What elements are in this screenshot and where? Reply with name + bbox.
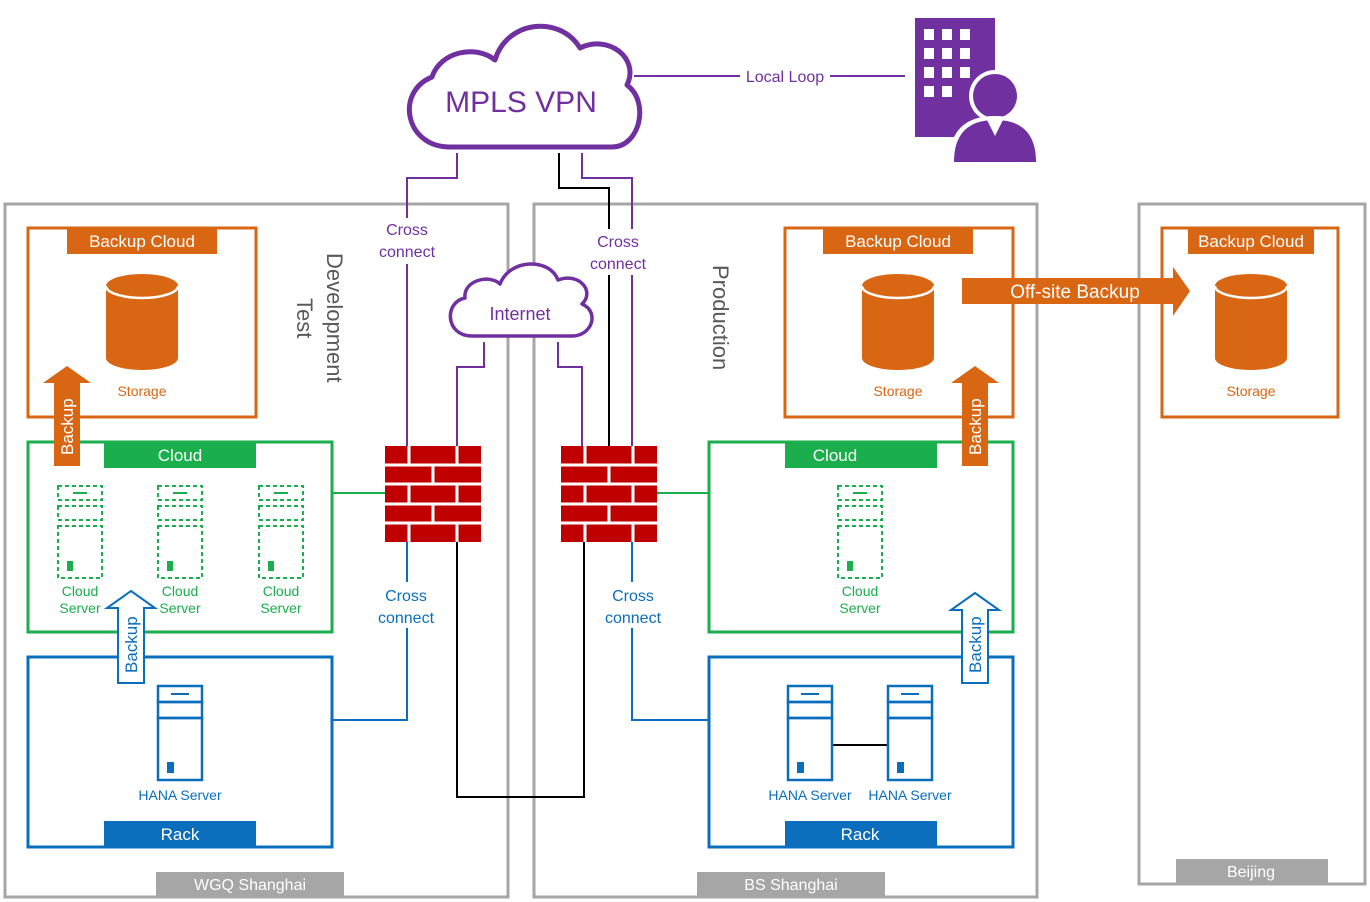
backup-arrow-wgq-up: Backup: [43, 366, 91, 466]
backup-cloud-title: Backup Cloud: [89, 232, 195, 251]
cloud-server: [57, 485, 103, 579]
svg-text:Cloud: Cloud: [62, 583, 99, 599]
firewall-icon-bs: [559, 444, 659, 544]
svg-text:Server: Server: [159, 600, 201, 616]
env-label-test: Test: [292, 298, 317, 338]
svg-text:Cross: Cross: [386, 222, 428, 239]
mpls-link-bs: [581, 153, 633, 446]
cloud-box-bs: Cloud Cloud Server: [707, 440, 1015, 634]
cloud-server-icon: [57, 485, 103, 579]
svg-text:Server: Server: [260, 600, 302, 616]
site-beijing: Beijing: [1137, 202, 1367, 886]
cross-connect-bottom-bs: Cross connect: [598, 582, 668, 628]
office-building-user-icon: [915, 18, 1040, 163]
storage-label: Storage: [873, 383, 922, 399]
env-label-development: Development: [322, 253, 347, 383]
hana-server-icon: [786, 684, 834, 782]
backup-cloud-title: Backup Cloud: [1198, 232, 1304, 251]
cloud-server-icon: [258, 485, 304, 579]
backup-cloud-wgq: Backup Cloud Storage: [26, 226, 258, 419]
hana-server-label: HANA Server: [138, 787, 222, 803]
mpls-link-wgq: [406, 153, 458, 446]
cloud-server-icon: [837, 485, 883, 579]
svg-text:Server: Server: [59, 600, 101, 616]
site-wgq-shanghai: WGQ Shanghai: [3, 202, 510, 899]
svg-text:connect: connect: [605, 610, 662, 627]
storage-icon: [104, 272, 180, 372]
firewall-icon-wgq: [383, 444, 483, 544]
svg-text:Backup: Backup: [966, 616, 985, 673]
svg-text:Server: Server: [839, 600, 881, 616]
backup-cloud-bs: Backup Cloud Storage: [783, 226, 1015, 419]
env-label-production: Production: [708, 265, 733, 370]
backup-arrow-wgq-rack: Backup: [103, 589, 159, 684]
internet-label: Internet: [489, 304, 550, 324]
storage-label: Storage: [1226, 383, 1275, 399]
cloud-title: Cloud: [158, 446, 202, 465]
hana-server-label: HANA Server: [868, 787, 952, 803]
site-label-beijing: Beijing: [1227, 864, 1275, 881]
site-bs-shanghai: BS Shanghai: [532, 202, 1039, 899]
hana-server-icon: [886, 684, 934, 782]
svg-text:Backup: Backup: [122, 616, 141, 673]
backup-cloud-title: Backup Cloud: [845, 232, 951, 251]
backup-cloud-beijing: Backup Cloud Storage: [1160, 226, 1340, 419]
svg-text:Backup: Backup: [58, 398, 77, 455]
rack-title: Rack: [161, 825, 200, 844]
svg-text:connect: connect: [379, 244, 436, 261]
svg-text:Cloud: Cloud: [162, 583, 199, 599]
svg-text:Cross: Cross: [385, 588, 427, 605]
svg-text:Backup: Backup: [966, 398, 985, 455]
svg-text:connect: connect: [378, 610, 435, 627]
cloud-server: [837, 485, 883, 579]
hana-server-label: HANA Server: [768, 787, 852, 803]
hana-server-icon: [156, 684, 204, 782]
site-label-bs: BS Shanghai: [744, 877, 837, 894]
site-label-wgq: WGQ Shanghai: [194, 877, 306, 894]
cross-connect-bottom-wgq: Cross connect: [372, 582, 442, 628]
svg-text:Cloud: Cloud: [263, 583, 300, 599]
mpls-vpn-label: MPLS VPN: [445, 86, 597, 119]
mpls-black-link: [558, 153, 610, 446]
svg-text:Cloud: Cloud: [842, 583, 879, 599]
offsite-backup-arrow: Off-site Backup: [962, 267, 1190, 316]
intersite-link: [456, 542, 585, 798]
backup-arrow-bs-up: Backup: [951, 366, 999, 466]
storage-icon: [860, 272, 936, 372]
rack-fw-link-bs: [631, 542, 709, 721]
cloud-server-icon: [157, 485, 203, 579]
internet-link-wgq: [456, 342, 485, 446]
cloud-box-wgq: Cloud Cloud Server Cloud Server Cloud Se…: [26, 440, 334, 634]
backup-arrow-bs-rack: Backup: [947, 591, 1003, 684]
svg-text:connect: connect: [590, 256, 647, 273]
internet-link-bs: [557, 342, 583, 446]
local-loop-label: Local Loop: [746, 69, 824, 86]
cross-connect-top-bs: Cross connect: [584, 229, 654, 275]
rack-fw-link-wgq: [332, 542, 408, 721]
svg-text:Cross: Cross: [612, 588, 654, 605]
internet-cloud: Internet: [448, 262, 594, 338]
connection-lines: [332, 75, 905, 798]
rack-box-wgq: Rack HANA Server: [26, 655, 334, 849]
rack-title: Rack: [841, 825, 880, 844]
cross-connect-top-wgq: Cross connect: [374, 218, 442, 264]
cloud-server: [258, 485, 304, 579]
cloud-title: Cloud: [813, 446, 857, 465]
mpls-vpn-cloud: MPLS VPN: [406, 23, 643, 150]
storage-label: Storage: [117, 383, 166, 399]
svg-text:Cross: Cross: [597, 234, 639, 251]
cloud-server: [157, 485, 203, 579]
rack-box-bs: Rack HANA Server HANA Server: [707, 655, 1015, 849]
offsite-backup-label: Off-site Backup: [1010, 282, 1140, 303]
storage-icon: [1213, 272, 1289, 372]
